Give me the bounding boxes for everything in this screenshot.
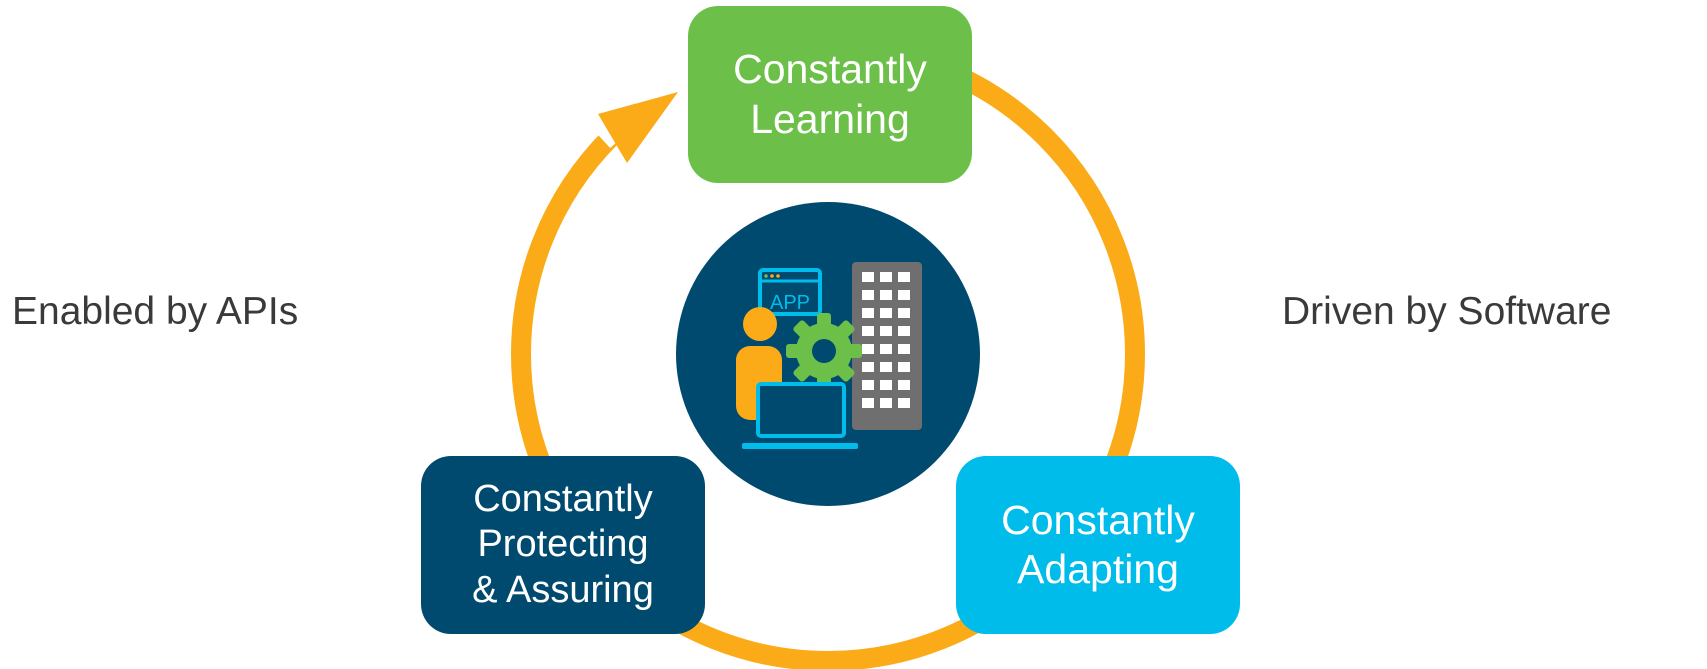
stage-line: Learning [750,95,910,142]
stage-line: Constantly [473,477,653,520]
stage-line: Adapting [1017,546,1179,592]
laptop-icon [742,382,858,449]
driven-by-software-label: Driven by Software [1282,290,1612,333]
stage-line: Constantly [733,46,927,93]
stage-line: Protecting [477,523,649,566]
cycle-arrow-head [598,92,678,163]
stage-constantly-adapting: Constantly Adapting [956,456,1240,634]
network-automation-icon: APP [736,262,922,449]
stage-constantly-protecting-assuring: Constantly Protecting & Assuring [421,456,705,634]
stage-line: Constantly [1001,496,1195,543]
stage-constantly-learning: Constantly Learning [688,6,972,183]
app-window-icon: APP [758,268,822,316]
gear-icon [786,313,862,389]
app-label: APP [770,292,810,314]
building-icon [852,262,922,430]
enabled-by-apis-label: Enabled by APIs [12,290,299,333]
stage-line: & Assuring [472,568,654,611]
